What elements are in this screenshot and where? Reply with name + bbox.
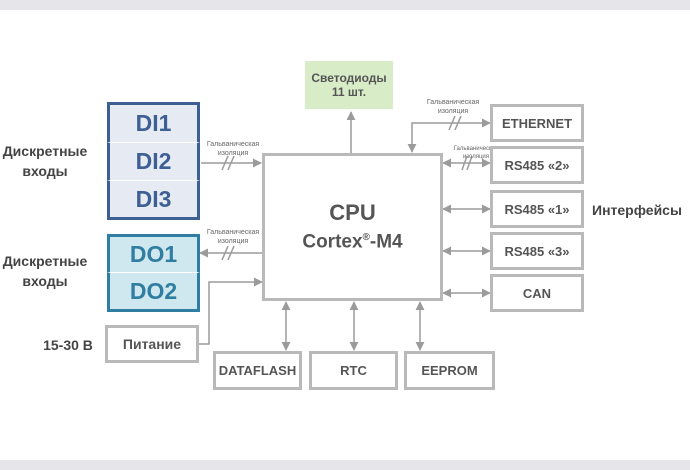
ethernet-box: ETHERNET (490, 104, 584, 142)
isolation-di-line1: Гальваническая (206, 141, 260, 148)
eeprom-box: EEPROM (404, 351, 495, 390)
cpu-title: CPU (329, 199, 376, 225)
leds-line2: 11 шт. (331, 85, 367, 99)
isolation-eth-line1: Гальваническая (426, 99, 480, 106)
interfaces-label: Интерфейсы (592, 202, 682, 218)
arrow-ethernet-cpu (407, 118, 491, 153)
rs485-3-box: RS485 «3» (490, 232, 584, 270)
discrete-inputs-label-line1: Дискретные (2, 143, 88, 159)
discrete-inputs-group (107, 102, 200, 220)
discrete-outputs-label-line1: Дискретные (2, 253, 88, 269)
isolation-rs485-line2: изоляция (462, 154, 490, 160)
cpu-model: -M4 (369, 231, 403, 253)
discrete-outputs-label: Дискретные входы (0, 251, 100, 291)
can-box: CAN (490, 274, 584, 312)
cpu-box: CPU Cortex®-M4 (262, 153, 443, 301)
isolation-label-rs485-2: Гальваническая изоляция (448, 145, 504, 161)
isolation-rs485-line1: Гальваническая (453, 146, 499, 152)
isolation-eth-line2: изоляция (437, 108, 469, 115)
arrow-power-cpu (199, 277, 263, 345)
do2-block: DO2 (107, 273, 200, 309)
registered-mark: ® (362, 231, 370, 243)
dataflash-box: DATAFLASH (213, 351, 302, 390)
rtc-box: RTC (309, 351, 398, 390)
rs485-1-box: RS485 «1» (490, 190, 584, 228)
discrete-outputs-label-line2: входы (22, 273, 68, 289)
discrete-inputs-label: Дискретные входы (0, 141, 100, 181)
power-voltage-label: 15-30 В (43, 337, 93, 353)
di3-block: DI3 (107, 181, 200, 217)
discrete-outputs-group (107, 234, 200, 312)
isolation-label-do: Гальваническая изоляция (200, 228, 266, 246)
cpu-core-name: Cortex (302, 231, 363, 253)
di2-block: DI2 (107, 143, 200, 181)
di1-block: DI1 (107, 105, 200, 143)
cpu-core: Cortex®-M4 (302, 226, 402, 254)
isolation-label-ethernet: Гальваническая изоляция (420, 98, 486, 116)
leds-box: Светодиоды 11 шт. (305, 61, 393, 109)
do1-block: DO1 (107, 237, 200, 273)
rs485-2-box: RS485 «2» (490, 146, 584, 184)
leds-line1: Светодиоды (311, 71, 387, 85)
discrete-inputs-label-line2: входы (22, 163, 68, 179)
isolation-do-line2: изоляция (217, 238, 249, 245)
isolation-label-di: Гальваническая изоляция (200, 140, 266, 158)
isolation-di-line2: изоляция (217, 150, 249, 157)
power-box: Питание (105, 325, 199, 363)
isolation-do-line1: Гальваническая (206, 229, 260, 236)
